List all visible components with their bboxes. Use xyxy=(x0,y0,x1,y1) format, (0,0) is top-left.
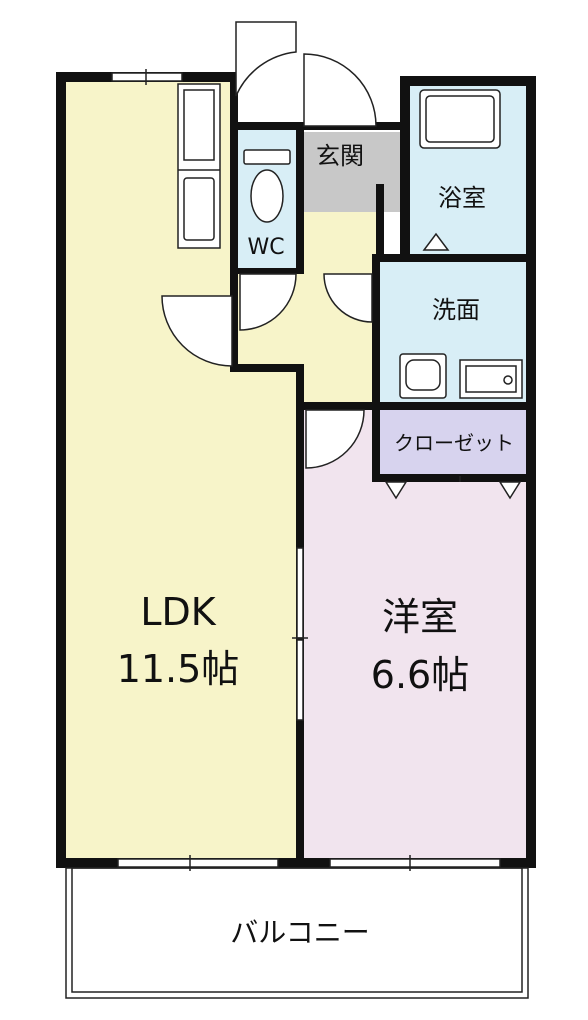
ldk-door-swing xyxy=(161,295,233,367)
wall-outer-left xyxy=(56,72,66,868)
wall-wc-right xyxy=(296,122,304,272)
entrance-name: 玄関 xyxy=(316,142,364,170)
toilet-fixture xyxy=(243,149,291,223)
ldk-name: LDK xyxy=(140,590,216,634)
western-name: 洋室 xyxy=(382,595,458,639)
wall-top-bath xyxy=(400,76,536,86)
ldk-floor xyxy=(66,82,298,858)
western-size: 6.6帖 xyxy=(371,653,469,697)
bathtub xyxy=(419,89,501,251)
window-western-bottom xyxy=(329,858,501,868)
ldk-size: 11.5帖 xyxy=(117,647,240,691)
door-swings xyxy=(161,21,377,469)
wall-bath-bottom xyxy=(372,254,536,262)
wall-ldk-right-upper xyxy=(230,72,238,372)
wash-door-swing xyxy=(323,273,373,323)
window-ldk-top xyxy=(111,72,183,82)
washroom-fixtures xyxy=(399,353,523,399)
window-ldk-bottom xyxy=(117,858,279,868)
wall-wash-left xyxy=(372,254,380,482)
wc-door-swing xyxy=(235,21,297,97)
balcony-rail xyxy=(65,867,529,999)
front-door-swing xyxy=(303,53,377,127)
wall-ldk-step xyxy=(230,364,304,372)
kitchen-sink xyxy=(183,177,215,241)
western-door-swing xyxy=(305,409,365,469)
bath-name: 浴室 xyxy=(438,184,486,212)
wall-outer-right xyxy=(526,76,536,868)
wall-wc-bottom xyxy=(230,268,304,274)
wall-bath-left xyxy=(400,76,410,262)
balcony-floor xyxy=(66,868,528,998)
wall-closet-bottom xyxy=(372,474,536,482)
closet-floor xyxy=(380,410,528,474)
wall-entrance-right xyxy=(376,184,384,260)
wall-wash-bottom xyxy=(304,402,536,410)
windows xyxy=(111,69,501,871)
stove xyxy=(183,89,215,161)
sliding-door xyxy=(292,547,308,721)
balcony-name: バルコニー xyxy=(230,916,369,949)
washroom-name: 洗面 xyxy=(432,296,480,324)
labels: LDK 11.5帖 洋室 6.6帖 玄関 浴室 洗面 クローゼット WC バルコ… xyxy=(117,142,514,949)
hall-wc-door xyxy=(239,273,297,331)
toilet-name: WC xyxy=(247,235,284,260)
closet-doors xyxy=(384,476,522,500)
kitchen xyxy=(177,83,221,249)
closet-name: クローゼット xyxy=(394,431,514,455)
